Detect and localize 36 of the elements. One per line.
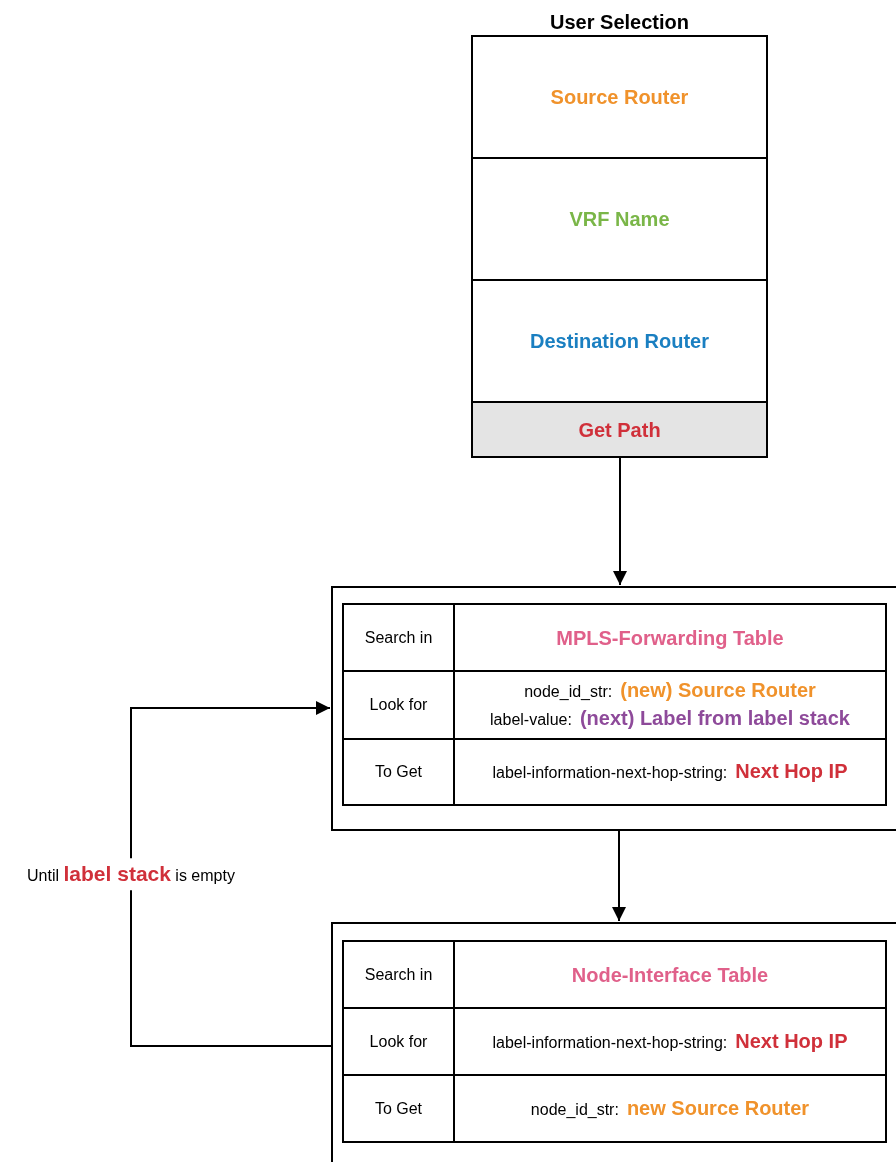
table-cell [342, 738, 455, 806]
field-label: node_id_str: [524, 682, 613, 702]
field-value: new Source Router [626, 1095, 810, 1121]
field-value: MPLS-Forwarding Table [556, 625, 784, 651]
box-heading: User Selection [549, 10, 690, 35]
field-value: Get Path [578, 417, 661, 443]
table-cell [453, 940, 887, 1009]
arrow [612, 830, 626, 922]
table-cell [342, 940, 455, 1009]
field-label: To Get [374, 1098, 423, 1119]
field-label: Look for [369, 695, 428, 715]
get-path-button [473, 403, 766, 456]
field-value: Next Hop IP [735, 1028, 848, 1054]
field-label: node_id_str: [530, 1099, 619, 1120]
field-label: label-information-next-hop-string: [492, 1032, 728, 1053]
field-value: Destination Router [530, 329, 709, 354]
field-value: Node-Interface Table [571, 962, 769, 988]
table-cell [342, 603, 455, 672]
field-value: (next) Label from label stack [579, 706, 850, 731]
table-cell [342, 1074, 455, 1143]
field-value: Next Hop IP [735, 759, 848, 784]
field-value: VRF Name [569, 207, 670, 232]
field-label: label-value: [490, 710, 572, 730]
table-cell [453, 603, 887, 672]
process-box [331, 922, 896, 1162]
field-label: To Get [374, 762, 423, 782]
table-cell [453, 738, 887, 806]
field-value: (new) Source Router [620, 678, 816, 703]
process-box [331, 586, 896, 831]
field-label: Search in [364, 964, 433, 985]
field-value: Source Router [550, 85, 689, 110]
field-label: Search in [364, 627, 433, 648]
table-cell [453, 1074, 887, 1143]
arrow [130, 701, 332, 1047]
field-label: Look for [369, 1031, 428, 1052]
field-label: label-information-next-hop-string: [492, 763, 728, 783]
